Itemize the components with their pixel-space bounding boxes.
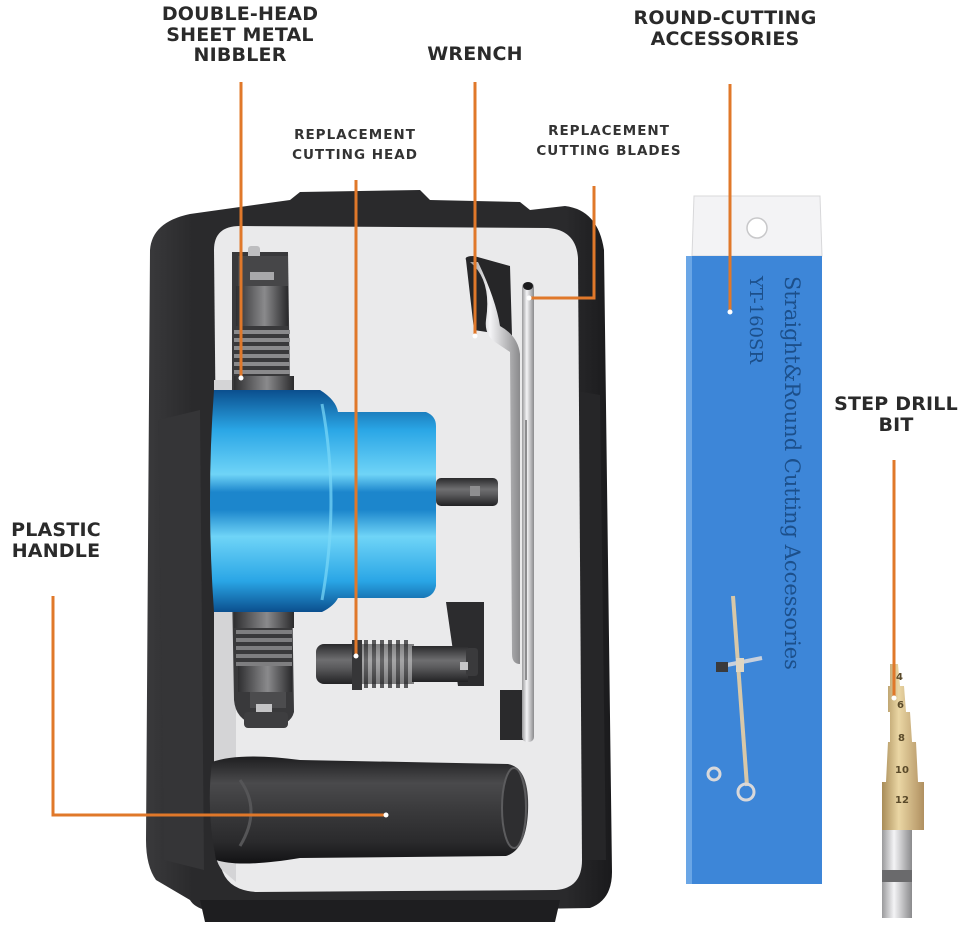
hex-shank <box>436 478 498 506</box>
drill-size-10: 10 <box>895 765 909 776</box>
nibbler-body <box>210 390 436 612</box>
case-side-ridge <box>158 410 204 870</box>
drill-size-4: 4 <box>896 672 903 683</box>
package-title: Straight&Round Cutting Accessories <box>780 276 804 670</box>
drill-size-12: 12 <box>895 795 909 806</box>
leader-cutting-blades <box>529 186 596 300</box>
package-model: YT-160SR <box>745 276 766 364</box>
label-replacement-cutting-head: REPLACEMENT CUTTING HEAD <box>292 127 418 163</box>
label-double-head-nibbler: DOUBLE-HEAD SHEET METAL NIBBLER <box>161 3 319 67</box>
label-round-cutting-accessories: ROUND-CUTTING ACCESSORIES <box>633 7 817 50</box>
replacement-cutting-head <box>316 602 484 690</box>
hang-hole <box>746 217 768 239</box>
package-card <box>686 256 822 884</box>
plastic-handle <box>209 756 529 864</box>
label-replacement-cutting-blades: REPLACEMENT CUTTING BLADES <box>536 123 682 159</box>
compass-cutter <box>706 595 763 802</box>
accessory-package <box>686 195 823 884</box>
label-step-drill-bit: STEP DRILL BIT <box>834 393 958 436</box>
step-drill-bit <box>882 664 924 918</box>
top-thread <box>234 330 290 374</box>
wrench <box>465 256 528 740</box>
drill-size-6: 6 <box>897 700 904 711</box>
leader-lines <box>51 82 896 817</box>
label-plastic-handle: PLASTIC HANDLE <box>11 519 101 562</box>
cutting-blade <box>522 282 534 742</box>
drill-size-8: 8 <box>898 733 905 744</box>
label-wrench: WRENCH <box>427 43 523 65</box>
leader-endpoints <box>238 295 897 818</box>
drill-hex-shank <box>882 830 912 870</box>
case-lid-tab <box>200 900 560 922</box>
leader-plastic-handle <box>51 596 386 817</box>
bottom-thread <box>236 630 292 666</box>
nibbler-tool <box>210 246 498 728</box>
